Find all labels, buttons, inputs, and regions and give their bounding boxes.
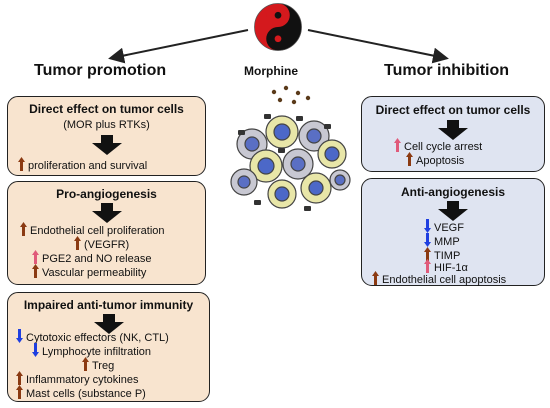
up-arrow-icon: [372, 271, 379, 285]
up-arrow-icon: [16, 385, 23, 399]
up-arrow-icon: [406, 152, 413, 166]
box-title: Direct effect on tumor cells: [29, 102, 184, 116]
box-anti-angiogenesis: Anti-angiogenesis VEGF MMP TIMP HIF-1α E…: [361, 178, 545, 286]
split-arrows: [108, 29, 449, 64]
down-arrow-icon: [32, 343, 39, 357]
list-item: Treg: [82, 357, 114, 373]
down-block-arrow-icon: [94, 314, 124, 334]
list-item: VEGF: [424, 219, 464, 235]
up-arrow-icon: [424, 247, 431, 261]
down-arrow-icon: [424, 219, 431, 233]
box-pro-angiogenesis: Pro-angiogenesis Endothelial cell prolif…: [7, 181, 206, 285]
box-subtitle: (MOR plus RTKs): [63, 119, 150, 131]
list-item: PGE2 and NO release: [32, 250, 151, 266]
heading-tumor-promotion: Tumor promotion: [34, 62, 167, 79]
up-arrow-icon: [20, 222, 27, 236]
arrow-to-promotion: [108, 29, 249, 64]
box-title: Impaired anti-tumor immunity: [23, 298, 194, 312]
up-arrow-icon: [32, 264, 39, 278]
list-item: Mast cells (substance P): [16, 385, 146, 401]
up-arrow-icon: [82, 357, 89, 371]
down-block-arrow-icon: [92, 135, 122, 155]
up-arrow-icon: [74, 236, 81, 250]
box-direct-effect-promotion: Direct effect on tumor cells (MOR plus R…: [7, 96, 206, 176]
list-item: proliferation and survival: [18, 157, 147, 173]
list-item: (VEGFR): [74, 236, 129, 252]
down-arrow-icon: [424, 233, 431, 247]
up-arrow-icon: [18, 157, 25, 171]
up-arrow-icon: [32, 250, 39, 264]
list-item: Inflammatory cytokines: [16, 371, 138, 387]
morphine-label: Morphine: [244, 64, 298, 78]
list-item: Apoptosis: [406, 152, 464, 168]
down-block-arrow-icon: [438, 201, 468, 221]
arrow-to-inhibition: [307, 29, 449, 64]
list-item: Lymphocyte infiltration: [32, 343, 151, 359]
box-direct-effect-inhibition: Direct effect on tumor cells Cell cycle …: [361, 96, 545, 172]
list-item: TIMP: [424, 247, 460, 263]
heading-tumor-inhibition: Tumor inhibition: [384, 62, 510, 79]
down-block-arrow-icon: [92, 203, 122, 223]
up-arrow-icon: [424, 259, 431, 273]
box-impaired-immunity: Impaired anti-tumor immunity Cytotoxic e…: [7, 292, 210, 402]
down-block-arrow-icon: [438, 120, 468, 140]
list-item: HIF-1α: [424, 259, 468, 275]
up-arrow-icon: [16, 371, 23, 385]
list-item: Cell cycle arrest: [394, 138, 482, 154]
list-item: MMP: [424, 233, 460, 249]
list-item: Cytotoxic effectors (NK, CTL): [16, 329, 169, 345]
down-arrow-icon: [16, 329, 23, 343]
list-item: Vascular permeability: [32, 264, 146, 280]
tumor-cell-cluster-illustration: [230, 85, 351, 211]
box-title: Pro-angiogenesis: [56, 187, 157, 201]
list-item: Endothelial cell proliferation: [20, 222, 165, 238]
box-title: Anti-angiogenesis: [400, 185, 505, 199]
list-item: Endothelial cell apoptosis: [372, 271, 506, 287]
up-arrow-icon: [394, 138, 401, 152]
box-title: Direct effect on tumor cells: [375, 103, 531, 117]
yin-yang-icon: [254, 3, 302, 51]
